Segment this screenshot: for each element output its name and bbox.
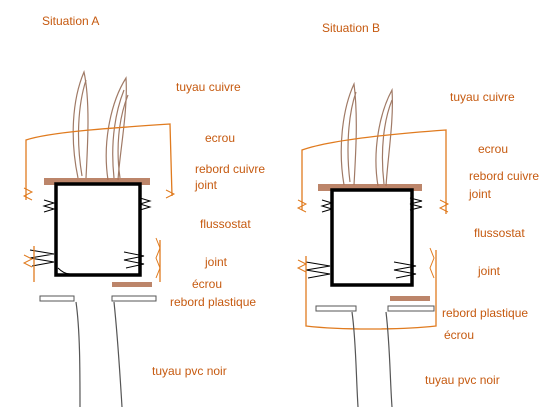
situation-b-copper-pipe-drawing bbox=[340, 81, 393, 187]
situation-b-title: Situation B bbox=[322, 21, 380, 35]
situation-a-label-copper-flange: rebord cuivre bbox=[195, 162, 265, 176]
situation-b: Situation B tuyau cuivre bbox=[296, 21, 539, 407]
situation-b-bottom-nut-drawing bbox=[305, 250, 437, 330]
situation-b-label-copper-pipe: tuyau cuivre bbox=[450, 90, 515, 104]
situation-b-pvc-pipe-drawing bbox=[351, 311, 393, 407]
situation-a-label-seal-bottom: joint bbox=[204, 255, 228, 269]
situation-b-plastic-flange-drawing bbox=[390, 296, 430, 301]
situation-a-pvc-pipe-drawing bbox=[75, 301, 123, 407]
situation-b-label-pvc-pipe: tuyau pvc noir bbox=[425, 373, 500, 387]
situation-a-label-plastic-flange: rebord plastique bbox=[170, 295, 256, 309]
situation-a-copper-pipe-drawing bbox=[72, 70, 129, 181]
situation-a-title: Situation A bbox=[42, 14, 99, 28]
situation-a-label-nut-top: ecrou bbox=[205, 131, 235, 145]
situation-b-label-seal-bottom: joint bbox=[477, 264, 501, 278]
situation-b-label-switch: flussostat bbox=[474, 226, 525, 240]
situation-a-switch-box bbox=[54, 182, 142, 277]
situation-b-label-plastic-flange: rebord plastique bbox=[442, 306, 528, 320]
situation-b-label-nut-bottom: écrou bbox=[444, 328, 474, 342]
situation-a-copper-flange-drawing bbox=[44, 178, 150, 185]
situation-b-label-nut-top: ecrou bbox=[478, 142, 508, 156]
situation-b-switch-box bbox=[330, 188, 414, 287]
situation-b-label-seal-top: joint bbox=[468, 187, 492, 201]
situation-a-label-pvc-pipe: tuyau pvc noir bbox=[152, 364, 227, 378]
situation-a-plastic-flange-drawing bbox=[112, 282, 152, 287]
situation-a-label-seal-top: joint bbox=[194, 178, 218, 192]
situation-a-bottom-nut-drawing bbox=[33, 240, 161, 282]
situation-a-label-copper-pipe: tuyau cuivre bbox=[176, 80, 241, 94]
situation-a: Situation A bbox=[22, 14, 265, 407]
situation-a-top-nut-drawing bbox=[25, 123, 173, 200]
situation-b-top-nut-drawing bbox=[301, 129, 447, 214]
situation-b-label-copper-flange: rebord cuivre bbox=[469, 169, 539, 183]
situation-a-label-nut-bottom: écrou bbox=[192, 277, 222, 291]
situation-a-label-switch: flussostat bbox=[200, 217, 251, 231]
situation-b-copper-flange-drawing bbox=[318, 184, 422, 191]
